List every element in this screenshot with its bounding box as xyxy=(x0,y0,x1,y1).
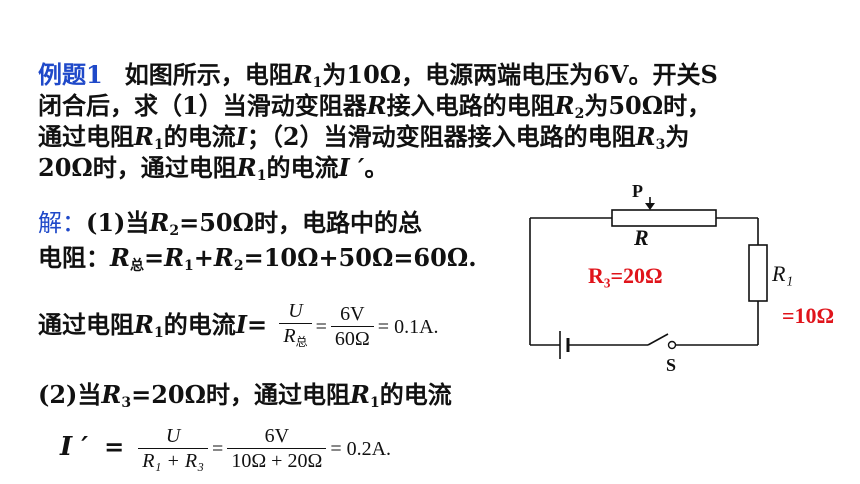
resistor-r1-body xyxy=(748,244,768,302)
slider-arrow-icon xyxy=(645,203,655,210)
fraction-6v-over-60ohm: 6V 60Ω xyxy=(330,302,374,351)
solution-line-3: 通过电阻R1的电流I= U R总 = 6V 60Ω = 0.1A. xyxy=(38,298,439,360)
label-slider-p: P xyxy=(632,181,643,201)
label-rheostat-r: R xyxy=(634,225,649,250)
solution-line-4: (2)当R3=20Ω时，通过电阻R1的电流 xyxy=(38,380,452,411)
fraction-6v-over-30ohm: 6V 10Ω + 20Ω xyxy=(227,424,327,473)
solution-line-2: 电阻：R总=R1+R2=10Ω+50Ω=60Ω. xyxy=(38,243,477,274)
example-label: 例题1 xyxy=(38,60,103,89)
problem-line-4: 20Ω时，通过电阻R1的电流I ′。 xyxy=(38,153,389,184)
label-r1-value: =10Ω xyxy=(782,303,835,328)
fraction-u-over-rtotal: U R总 xyxy=(279,299,312,354)
rheostat-body xyxy=(611,209,717,227)
label-r3-value: R₃=20Ω xyxy=(588,263,663,288)
problem-line-2: 闭合后，求（1）当滑动变阻器R接入电路的电阻R2为50Ω时， xyxy=(38,91,712,122)
switch-blade xyxy=(647,333,669,346)
circuit-diagram: P R R₃=20Ω R₁ =10Ω S xyxy=(520,181,860,385)
solution-label: 解： xyxy=(38,209,86,237)
circuit-wires xyxy=(529,197,768,359)
solution-line-5: I ′= U R₁ + R₃ = 6V 10Ω + 20Ω = 0.2A. xyxy=(60,424,392,473)
fraction-u-over-r1-r3: U R₁ + R₃ xyxy=(138,424,209,473)
label-r1: R₁ xyxy=(772,261,794,286)
label-switch-s: S xyxy=(666,355,677,375)
switch-contact xyxy=(667,340,677,350)
solution-line-1: 解：(1)当R2=50Ω时，电路中的总 xyxy=(38,208,422,239)
problem-line-3: 通过电阻R1的电流I；（2）当滑动变阻器接入电路的电阻R3为 xyxy=(38,122,690,153)
